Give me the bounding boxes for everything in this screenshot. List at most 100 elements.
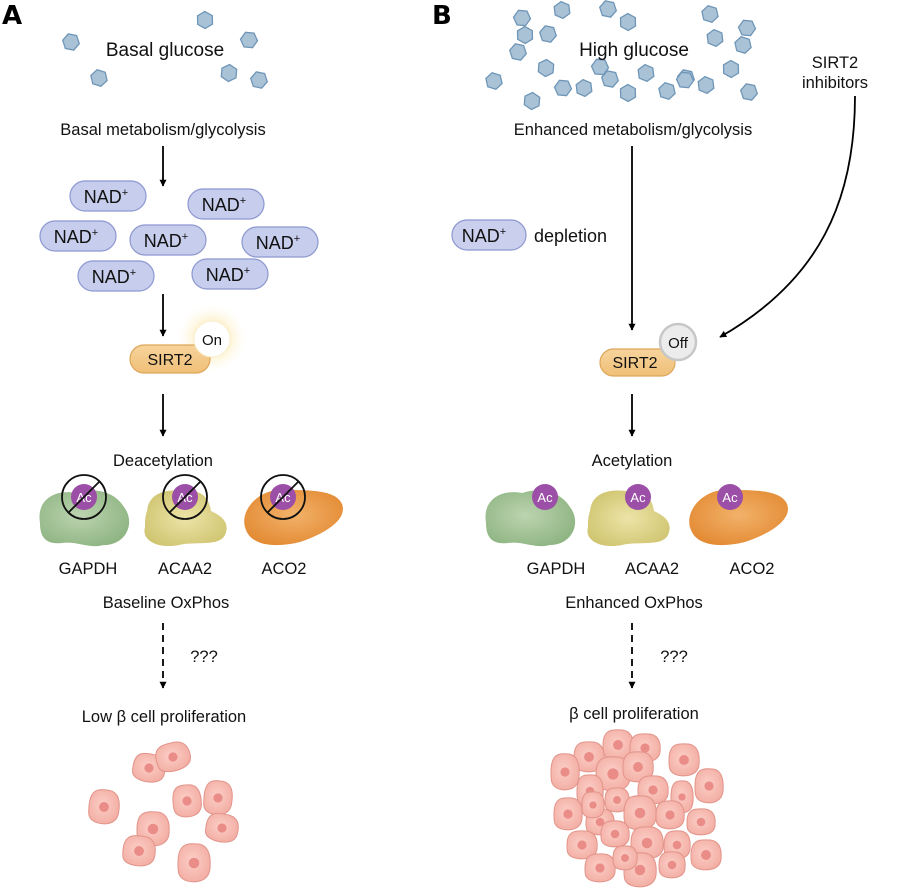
cell-nucleus <box>634 864 646 876</box>
deacetylation-label: Deacetylation <box>113 452 213 470</box>
cell-nucleus <box>701 850 711 860</box>
nad-molecule: NAD+ <box>69 180 147 212</box>
enhanced-metabolism-label: Enhanced metabolism/glycolysis <box>514 121 752 139</box>
beta-cell-icon <box>581 791 605 819</box>
protein-label-acaa2: ACAA2 <box>158 560 212 578</box>
nad-label: NAD+ <box>462 226 506 246</box>
nad-label: NAD+ <box>84 187 128 207</box>
cell-nucleus <box>584 752 594 762</box>
beta-cell-icon <box>204 812 239 843</box>
glucose-molecule-icon <box>737 19 757 37</box>
glucose-molecule-icon <box>598 0 618 18</box>
glucose-molecule-icon <box>575 78 593 98</box>
cell-nucleus <box>640 743 650 753</box>
glucose-molecule-icon <box>697 75 715 95</box>
sparse-beta-cells <box>88 741 239 883</box>
glucose-molecule-icon <box>706 28 724 48</box>
high-glucose-label: High glucose <box>579 40 689 61</box>
aco2-blob <box>244 489 343 546</box>
acetylation-label: Acetylation <box>592 452 673 470</box>
cell-nucleus <box>613 740 623 750</box>
sirt2-pill <box>599 348 676 377</box>
glucose-molecule-icon <box>516 25 534 45</box>
cell-nucleus <box>560 767 570 777</box>
protein-label-gapdh: GAPDH <box>59 560 118 578</box>
proliferation-label: β cell proliferation <box>569 705 699 723</box>
nad-pill <box>39 220 117 252</box>
beta-cell-icon <box>177 843 211 883</box>
unknown-mechanism-label: ??? <box>190 648 218 666</box>
prohibition-icon <box>162 474 208 520</box>
beta-cell-icon <box>122 835 156 867</box>
glucose-molecule-icon <box>523 91 541 111</box>
acetyl-group-icon <box>625 484 651 510</box>
panel-a-label: A <box>2 1 22 31</box>
nad-label: NAD+ <box>202 195 246 215</box>
nad-label: NAD+ <box>54 227 98 247</box>
protein-aco2: Ac <box>244 474 343 546</box>
prohibition-slash <box>267 481 299 513</box>
cell-nucleus <box>99 802 109 812</box>
sirt2-inactive: SIRT2 Off <box>599 322 698 377</box>
nad-pill <box>187 188 265 220</box>
cell-nucleus <box>672 840 682 850</box>
enhanced-oxphos-label: Enhanced OxPhos <box>565 594 703 612</box>
acaa2-blob <box>587 490 670 547</box>
glucose-molecule-icon <box>239 31 259 49</box>
glucose-molecule-icon <box>553 0 571 20</box>
gapdh-blob <box>485 490 576 547</box>
beta-cell-icon <box>629 733 661 763</box>
cell-nucleus <box>667 860 677 870</box>
cell-nucleus <box>188 857 200 869</box>
beta-cell-icon <box>690 839 722 871</box>
glucose-molecule-icon <box>600 70 620 88</box>
cell-nucleus <box>678 793 686 801</box>
nad-label: NAD+ <box>206 265 250 285</box>
cell-nucleus <box>563 809 573 819</box>
nad-pill <box>129 224 207 256</box>
cell-nucleus <box>607 768 619 780</box>
glucose-molecule-icon <box>61 33 81 51</box>
cell-nucleus <box>168 752 178 762</box>
glucose-molecule-icon <box>701 4 719 24</box>
glucose-molecule-icon <box>220 63 238 83</box>
beta-cell-icon <box>203 780 233 816</box>
glucose-molecule-icon <box>619 83 637 103</box>
nad-molecule: NAD+ <box>241 226 319 258</box>
protein-label-aco2: ACO2 <box>262 560 307 578</box>
panel-b: B High glucose Enhanced metabolism/glyco… <box>432 0 868 888</box>
cell-nucleus <box>577 840 587 850</box>
nad-label: NAD+ <box>144 231 188 251</box>
off-state-label: Off <box>668 335 689 352</box>
nad-molecule: NAD+ <box>39 220 117 252</box>
nad-molecule: NAD+ <box>129 224 207 256</box>
beta-cell-icon <box>658 851 686 879</box>
cell-nucleus <box>134 846 144 856</box>
panel-a: A Basal glucose Basal metabolism/glycoly… <box>2 1 343 883</box>
cell-nucleus <box>648 785 658 795</box>
cell-nucleus <box>217 823 227 833</box>
beta-cell-icon <box>600 820 630 848</box>
aco2-blob <box>689 489 788 546</box>
cell-nucleus <box>679 755 689 765</box>
cell-nucleus <box>595 863 605 873</box>
cell-nucleus <box>182 796 192 806</box>
beta-cell-icon <box>655 800 685 830</box>
nad-molecule: NAD+ <box>191 258 269 290</box>
cell-nucleus <box>641 837 653 849</box>
acetyl-group-icon <box>717 484 743 510</box>
panel-b-label: B <box>432 1 452 31</box>
nad-pill <box>69 180 147 212</box>
beta-cell-icon <box>668 743 700 777</box>
nad-label: NAD+ <box>92 267 136 287</box>
acetyl-label: Ac <box>630 490 646 505</box>
protein-gapdh: Ac <box>39 474 130 547</box>
glucose-molecule-icon <box>658 81 676 101</box>
prohibition-slash <box>169 481 201 513</box>
prohibition-icon <box>260 474 306 520</box>
sirt2-inhibitors-label-line1: SIRT2 <box>812 54 858 72</box>
sirt2-pill <box>129 344 211 374</box>
